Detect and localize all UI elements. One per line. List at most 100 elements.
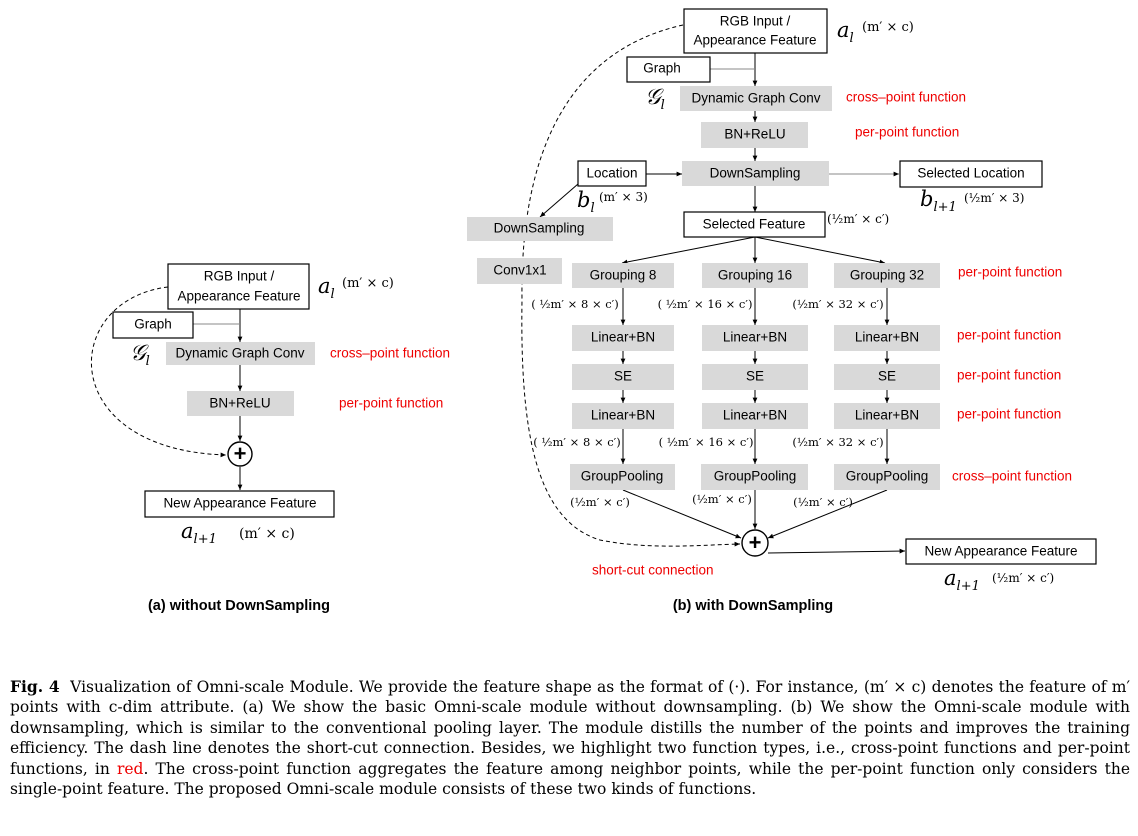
output-var: al+1: [944, 566, 980, 594]
pooling-shape: (½m′ × c′): [570, 495, 630, 509]
linear-bn-box: [572, 325, 674, 351]
linear-bn-2-box: [572, 403, 674, 429]
linear-shape: ( ½m′ × 8 × c′): [533, 435, 621, 449]
output-label: New Appearance Feature: [924, 544, 1077, 559]
plus-icon: +: [749, 530, 762, 555]
omni-scale-module-diagram: RGB Input / Appearance Feature al (m′ × …: [91, 8, 1097, 614]
caption-text: Visualization of Omni-scale Module. We p…: [10, 678, 1131, 778]
branch-group-8: Grouping 8 ( ½m′ × 8 × c′) Linear+BN SE …: [531, 263, 675, 509]
selected-location-var: bl+1: [920, 187, 957, 215]
pooling-shape: (½m′ × c′): [692, 492, 752, 506]
conv-box: [477, 258, 562, 284]
group-pooling-label: GroupPooling: [581, 469, 664, 484]
graph-label: Graph: [134, 317, 172, 332]
linear-bn-box: [702, 325, 808, 351]
caption-text-end: . The cross-point function aggregates th…: [10, 759, 1130, 799]
side-downsampling-box: [467, 217, 613, 241]
sum-node: [741, 529, 769, 557]
edge-pool1-to-sum: [622, 489, 742, 539]
downsampling-box: [682, 161, 829, 186]
edge-feature-to-group32: [754, 236, 886, 265]
selected-feature-box: [683, 211, 826, 238]
location-var: bl: [577, 188, 595, 216]
group-pooling-label: GroupPooling: [846, 469, 929, 484]
selected-location-box: [899, 160, 1043, 188]
output-var: al+1: [181, 519, 217, 547]
graph-box: [112, 311, 194, 339]
linear-bn-label: Linear+BN: [723, 330, 787, 345]
group-pooling-box: [570, 464, 675, 490]
grouping-label: Grouping 16: [718, 268, 792, 283]
linear-function-type: per-point function: [957, 328, 1061, 343]
edge-sum-to-output: [767, 548, 906, 554]
selected-feature-label: Selected Feature: [703, 217, 806, 232]
input-shape: (m′ × c): [862, 20, 914, 35]
linear-shape: (½m′ × 32 × c′): [792, 435, 883, 449]
output-shape: (½m′ × c′): [992, 571, 1054, 585]
dgc-box: [166, 342, 315, 365]
se-label: SE: [614, 369, 632, 384]
bnrelu-box: [701, 122, 808, 148]
shortcut-label: short-cut connection: [592, 563, 714, 578]
location-label: Location: [586, 166, 637, 181]
linear-bn-label: Linear+BN: [591, 330, 655, 345]
grouping-box: [834, 263, 940, 288]
graph-label: Graph: [643, 61, 681, 76]
grouping-box: [572, 263, 674, 288]
figure-caption: Fig. 4 Visualization of Omni-scale Modul…: [10, 677, 1130, 799]
sum-node: [227, 441, 253, 467]
dgc-label: Dynamic Graph Conv: [691, 91, 820, 106]
bnrelu-function-type: per-point function: [855, 125, 959, 140]
subcaption-b: (b) with DownSampling: [673, 598, 833, 614]
bnrelu-label: BN+ReLU: [724, 127, 785, 142]
grouping-box: [702, 263, 808, 288]
se-label: SE: [746, 369, 764, 384]
grouping-function-type: per-point function: [958, 265, 1062, 280]
dgc-box: [680, 86, 832, 111]
branch-group-32: Grouping 32 (½m′ × 32 × c′) Linear+BN SE…: [792, 263, 940, 509]
bnrelu-function-type: per-point function: [339, 396, 443, 411]
pooling-function-type: cross–point function: [952, 469, 1072, 484]
input-box: [683, 8, 828, 54]
panel-a: RGB Input / Appearance Feature al (m′ × …: [91, 263, 450, 614]
output-label: New Appearance Feature: [163, 496, 316, 511]
output-box: [905, 538, 1097, 565]
branch-group-16: Grouping 16 ( ½m′ × 16 × c′) Linear+BN S…: [658, 263, 808, 506]
linear-bn-2-box: [834, 403, 940, 429]
group-pooling-label: GroupPooling: [714, 469, 797, 484]
plus-icon: +: [234, 441, 247, 466]
output-box: [144, 490, 335, 518]
downsampling-label: DownSampling: [710, 166, 801, 181]
linear-bn-2-box: [702, 403, 808, 429]
linear-bn-box: [834, 325, 940, 351]
graph-var: 𝒢l: [130, 341, 150, 369]
se-box: [834, 364, 940, 390]
location-box: [577, 160, 647, 187]
input-shape: (m′ × c): [342, 276, 394, 291]
side-downsampling-label: DownSampling: [494, 221, 585, 236]
input-label-line2: Appearance Feature: [177, 289, 300, 304]
caption-red-word: red: [116, 759, 144, 778]
grouping-shape: ( ½m′ × 16 × c′): [658, 297, 753, 311]
dgc-function-type: cross–point function: [846, 90, 966, 105]
bnrelu-label: BN+ReLU: [209, 396, 270, 411]
linear-shape: ( ½m′ × 16 × c′): [659, 435, 754, 449]
caption-label: Fig. 4: [10, 677, 60, 696]
se-label: SE: [878, 369, 896, 384]
group-pooling-box: [701, 464, 808, 490]
selected-location-label: Selected Location: [917, 166, 1024, 181]
edge-location-to-side-downsampling: [539, 183, 579, 218]
se-box: [572, 364, 674, 390]
shortcut-connection: [91, 286, 227, 458]
column-edges: [620, 288, 890, 539]
bnrelu-box: [187, 391, 294, 416]
edge-pool3-to-sum: [767, 489, 888, 539]
conv-label: Conv1x1: [493, 263, 546, 278]
dgc-label: Dynamic Graph Conv: [175, 346, 304, 361]
subcaption-a: (a) without DownSampling: [148, 598, 330, 614]
linear-2-function-type: per-point function: [957, 407, 1061, 422]
grouping-label: Grouping 32: [850, 268, 924, 283]
se-function-type: per-point function: [957, 368, 1061, 383]
linear-bn-label: Linear+BN: [855, 330, 919, 345]
output-shape: (m′ × c): [239, 526, 295, 542]
